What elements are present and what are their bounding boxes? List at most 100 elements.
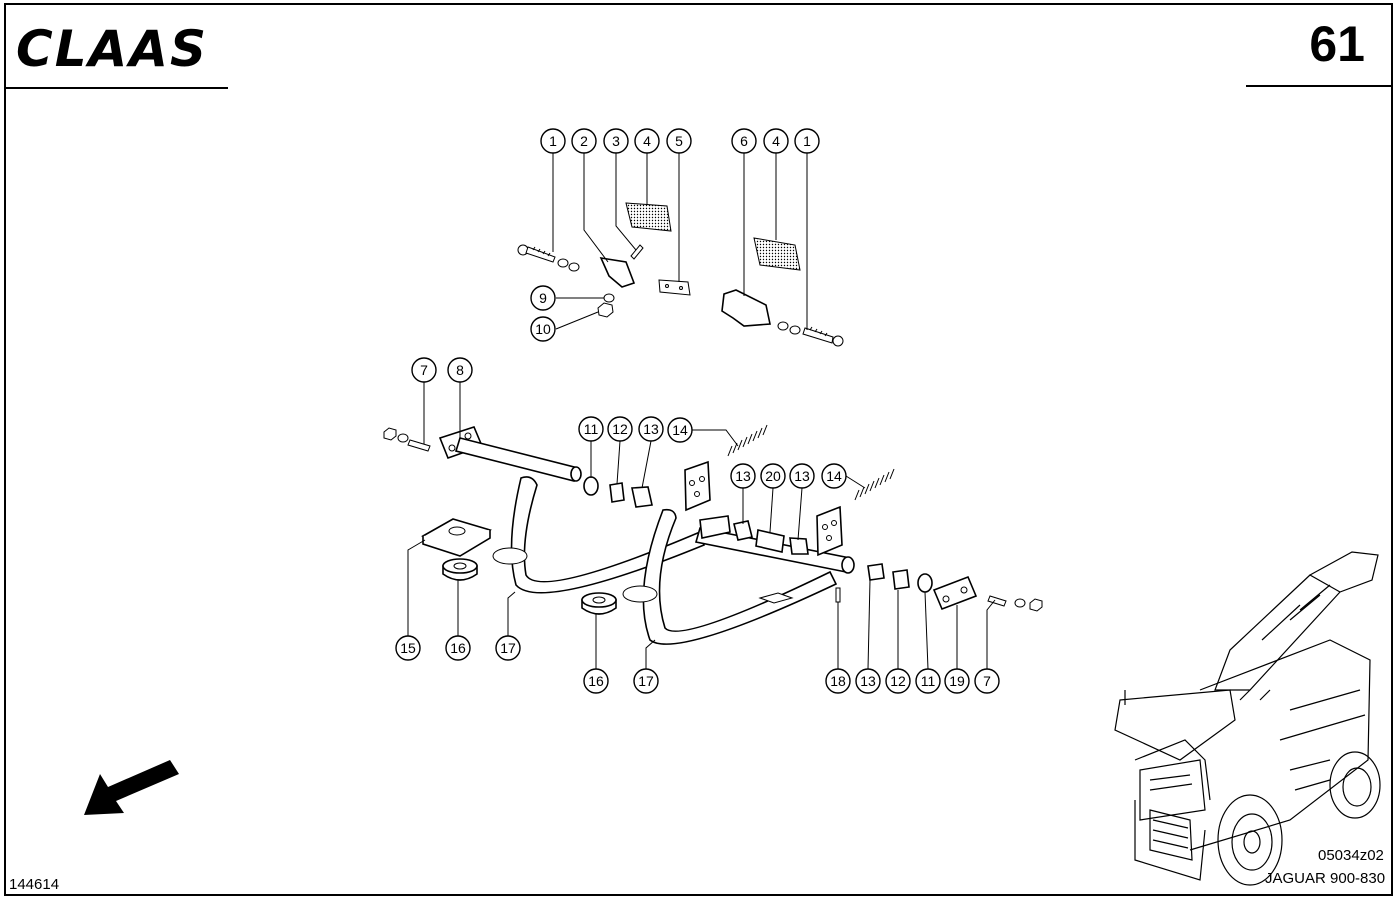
svg-text:12: 12	[612, 421, 628, 437]
spacer-16-right	[581, 592, 617, 615]
claas-logo: CLAAS	[16, 22, 208, 72]
page-frame	[4, 3, 1393, 896]
callout-item-12b: 12	[885, 668, 911, 694]
callout-item-1: 1	[540, 128, 566, 154]
callout-item-11b: 11	[915, 668, 941, 694]
right-mounting-hardware	[835, 575, 1043, 612]
spring-14-right	[854, 468, 895, 501]
svg-text:12: 12	[890, 673, 906, 689]
washer-7-right	[1014, 598, 1026, 608]
rubber-pads	[421, 518, 617, 615]
svg-text:6: 6	[740, 133, 748, 149]
svg-text:13: 13	[860, 673, 876, 689]
nut-7-left	[383, 427, 397, 441]
callout-item-4b: 4	[763, 128, 789, 154]
nut-7-right	[1029, 598, 1043, 612]
callout-item-16b: 16	[583, 668, 609, 694]
bolt-7-left	[407, 439, 431, 452]
callout-item-4: 4	[634, 128, 660, 154]
bolt-18	[835, 587, 841, 603]
svg-text:1: 1	[549, 133, 557, 149]
bushing-13-left	[631, 486, 653, 508]
svg-text:3: 3	[612, 133, 620, 149]
washer-left-b	[568, 262, 580, 272]
callout-item-18: 18	[825, 668, 851, 694]
svg-text:13: 13	[794, 468, 810, 484]
bolt-7-right	[987, 595, 1007, 607]
callout-item-16: 16	[445, 635, 471, 661]
callout-item-11: 11	[578, 416, 604, 442]
washer-right-a	[777, 321, 789, 331]
svg-text:11: 11	[584, 421, 599, 437]
bushing-20	[755, 529, 785, 553]
washer-right-b	[789, 325, 801, 335]
callout-item-14: 14	[667, 417, 693, 443]
spacer-16-left	[442, 558, 478, 581]
svg-text:7: 7	[420, 362, 428, 378]
bushing-13-mid-b	[789, 537, 809, 555]
svg-text:8: 8	[456, 362, 464, 378]
callout-item-14b: 14	[821, 463, 847, 489]
bracket-2	[599, 256, 636, 288]
callout-item-2: 2	[571, 128, 597, 154]
svg-text:14: 14	[826, 468, 842, 484]
svg-text:17: 17	[638, 673, 654, 689]
bushing-13-right	[867, 563, 885, 581]
plate-5	[658, 279, 691, 296]
washer-7-left	[397, 433, 409, 443]
callout-item-5: 5	[666, 128, 692, 154]
callout-item-20: 20	[760, 463, 786, 489]
callout-item-13b: 13	[730, 463, 756, 489]
svg-text:2: 2	[580, 133, 588, 149]
svg-text:11: 11	[921, 673, 936, 689]
bracket-6	[721, 289, 771, 327]
washer-9	[603, 293, 615, 303]
svg-text:9: 9	[539, 290, 547, 306]
screw-3	[630, 244, 644, 260]
direction-arrow-icon	[84, 760, 179, 815]
callout-item-15: 15	[395, 635, 421, 661]
bolt-1-right	[802, 326, 844, 347]
callout-item-7: 7	[411, 357, 437, 383]
image-code: 05034z02	[1318, 847, 1384, 864]
callout-item-17b: 17	[633, 668, 659, 694]
callout-item-12: 12	[607, 416, 633, 442]
callout-item-3: 3	[603, 128, 629, 154]
svg-text:19: 19	[949, 673, 965, 689]
mount-plate-right	[816, 505, 843, 557]
svg-text:17: 17	[500, 640, 516, 656]
bushing-12-left	[609, 482, 625, 503]
callout-item-19: 19	[944, 668, 970, 694]
leader-lines	[407, 153, 996, 670]
document-number: 144614	[9, 876, 60, 893]
frame-tube-left	[454, 437, 705, 594]
callout-item-7b: 7	[974, 668, 1000, 694]
model-name: JAGUAR 900-830	[1265, 870, 1386, 887]
bushing-12-right	[892, 569, 910, 590]
header-rule-right	[1246, 85, 1391, 87]
spring-14-left	[727, 424, 768, 457]
callout-item-17: 17	[495, 635, 521, 661]
callout-item-8: 8	[447, 357, 473, 383]
page-number: 61	[1309, 16, 1365, 72]
svg-text:10: 10	[535, 321, 551, 337]
svg-text:16: 16	[588, 673, 604, 689]
svg-text:7: 7	[983, 673, 991, 689]
washer-11-left	[583, 476, 599, 496]
mounting-plates	[684, 460, 843, 557]
brand-logo-text: CLAAS	[16, 22, 208, 72]
upper-left-bracket-assembly	[517, 202, 691, 318]
washer-left-a	[557, 258, 569, 268]
bolt-1-left	[517, 244, 556, 263]
washer-11-right	[917, 573, 933, 593]
bushings-and-springs	[583, 424, 933, 593]
callout-item-13d: 13	[855, 668, 881, 694]
upper-right-bracket-assembly	[721, 237, 844, 347]
svg-text:5: 5	[675, 133, 683, 149]
forage-harvester-thumbnail	[1114, 551, 1381, 886]
callout-item-1b: 1	[794, 128, 820, 154]
svg-text:14: 14	[672, 422, 688, 438]
reflector-4-right	[753, 237, 801, 271]
nut-10	[597, 302, 614, 318]
